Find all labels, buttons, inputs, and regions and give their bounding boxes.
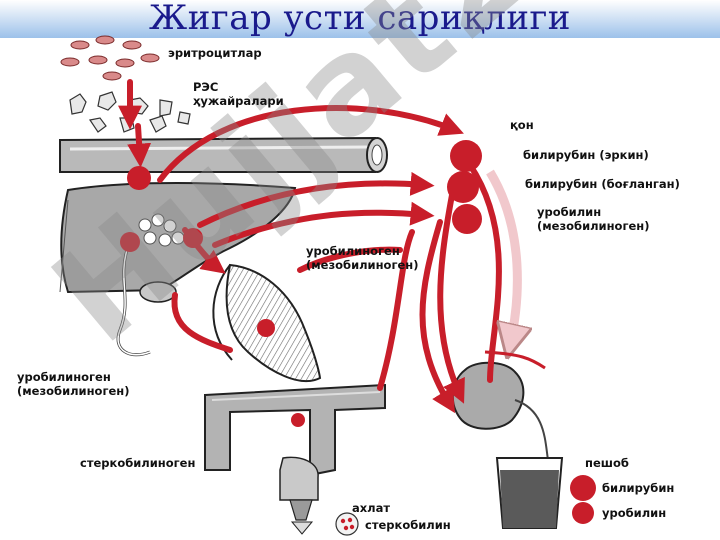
label-stercobilinogen: стеркобилиноген — [80, 456, 196, 470]
label-bilirubin-free: билирубин (эркин) — [523, 148, 649, 162]
label-urobilinogen-left-line1: уробилиноген — [17, 370, 111, 384]
label-res-line1: РЭС — [193, 80, 219, 94]
label-urine-urobilin: уробилин — [602, 506, 667, 520]
stercobilin-sample — [335, 512, 359, 536]
label-res-line2: ҳужайралари — [193, 94, 284, 108]
label-urobilin-right-line1: уробилин — [537, 205, 602, 219]
title-bar: Жигар усти сариқлиги — [0, 0, 720, 38]
large-intestine — [204, 383, 386, 501]
flow-arrows — [118, 79, 502, 414]
erythrocytes-cluster — [60, 35, 160, 81]
urine-drop-arrow — [484, 350, 546, 370]
rectum — [289, 499, 314, 535]
label-urine: пешоб — [585, 456, 629, 470]
pigment-dots — [120, 140, 596, 524]
urine-glass — [495, 457, 564, 529]
label-erythrocytes: эритроцитлар — [168, 46, 262, 60]
label-urobilinogen-mid-line2: (мезобилиноген) — [306, 258, 419, 272]
urine-flow-arrow — [486, 169, 517, 345]
label-feces: ахлат — [352, 501, 391, 515]
label-urine-bilirubin: билирубин — [602, 481, 675, 495]
slide-title: Жигар усти сариқлиги — [149, 0, 571, 38]
label-stercobilin: стеркобилин — [365, 518, 451, 532]
kidney — [451, 361, 549, 461]
label-urobilinogen-left-line2: (мезобилиноген) — [17, 384, 130, 398]
label-urobilinogen-mid-line1: уробилиноген — [306, 244, 400, 258]
label-bilirubin-bound: билирубин (боғланган) — [525, 177, 680, 191]
label-blood: қон — [510, 118, 534, 132]
label-urobilin-right-line2: (мезобилиноген) — [537, 219, 650, 233]
